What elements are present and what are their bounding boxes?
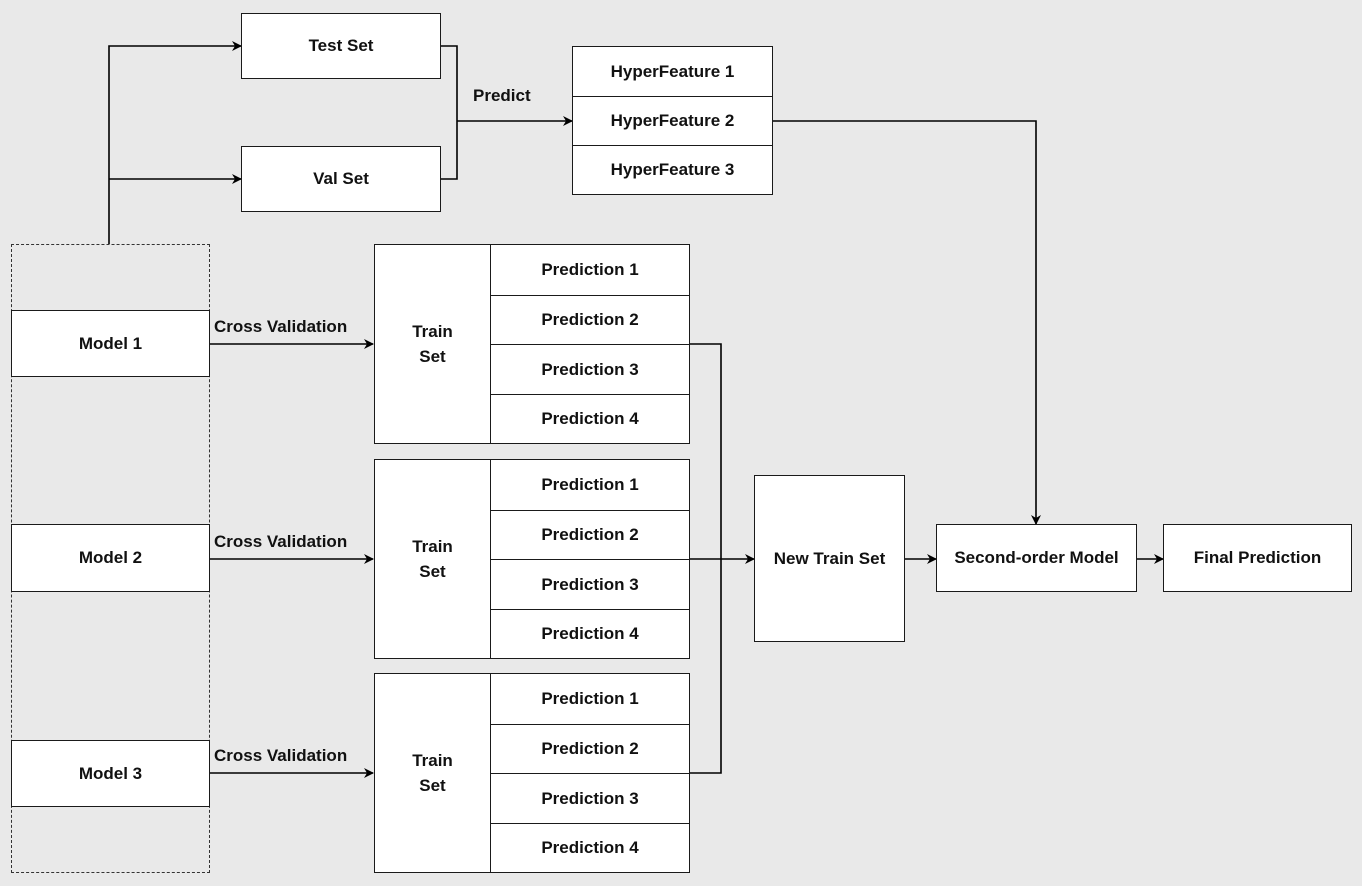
prediction-1: Prediction 1 [541, 475, 639, 494]
second-order-model-box: Second-order Model [936, 524, 1137, 592]
prediction-1: Prediction 1 [541, 689, 639, 708]
val-set-box: Val Set [241, 146, 441, 212]
prediction-3: Prediction 3 [491, 559, 689, 609]
prediction-2: Prediction 2 [491, 295, 689, 344]
train-set-label: Train Set [375, 674, 491, 872]
hyperfeature-3: HyperFeature 3 [573, 145, 772, 194]
train-block-2: Train Set Prediction 1 Prediction 2 Pred… [374, 459, 690, 659]
prediction-2: Prediction 2 [491, 510, 689, 559]
cv-label-3: Cross Validation [214, 746, 348, 765]
final-prediction-box: Final Prediction [1163, 524, 1352, 592]
edge-test-merge [441, 45, 458, 180]
model-1-box: Model 1 [11, 310, 210, 377]
prediction-4: Prediction 4 [491, 394, 689, 443]
prediction-2: Prediction 2 [491, 724, 689, 773]
edge-hyper-to-second [772, 120, 1041, 525]
prediction-3: Prediction 3 [491, 344, 689, 394]
predict-label: Predict [473, 86, 531, 105]
prediction-4: Prediction 4 [491, 609, 689, 658]
model-3-box: Model 3 [11, 740, 210, 807]
prediction-4: Prediction 4 [491, 823, 689, 872]
edge-models-to-test [108, 41, 242, 244]
new-train-set-box: New Train Set [754, 475, 905, 642]
train-set-label: Train Set [375, 245, 491, 443]
hyperfeature-2: HyperFeature 2 [573, 96, 772, 145]
hyperfeature-1: HyperFeature 1 [610, 61, 735, 81]
hyperfeature-stack: HyperFeature 1 HyperFeature 2 HyperFeatu… [572, 46, 773, 195]
test-set-box: Test Set [241, 13, 441, 79]
cv-label-1: Cross Validation [214, 317, 348, 336]
train-block-3: Train Set Prediction 1 Prediction 2 Pred… [374, 673, 690, 873]
train-block-1: Train Set Prediction 1 Prediction 2 Pred… [374, 244, 690, 444]
cv-label-2: Cross Validation [214, 532, 348, 551]
train-set-label: Train Set [375, 460, 491, 658]
prediction-1: Prediction 1 [541, 260, 639, 279]
prediction-3: Prediction 3 [491, 773, 689, 823]
model-2-box: Model 2 [11, 524, 210, 592]
